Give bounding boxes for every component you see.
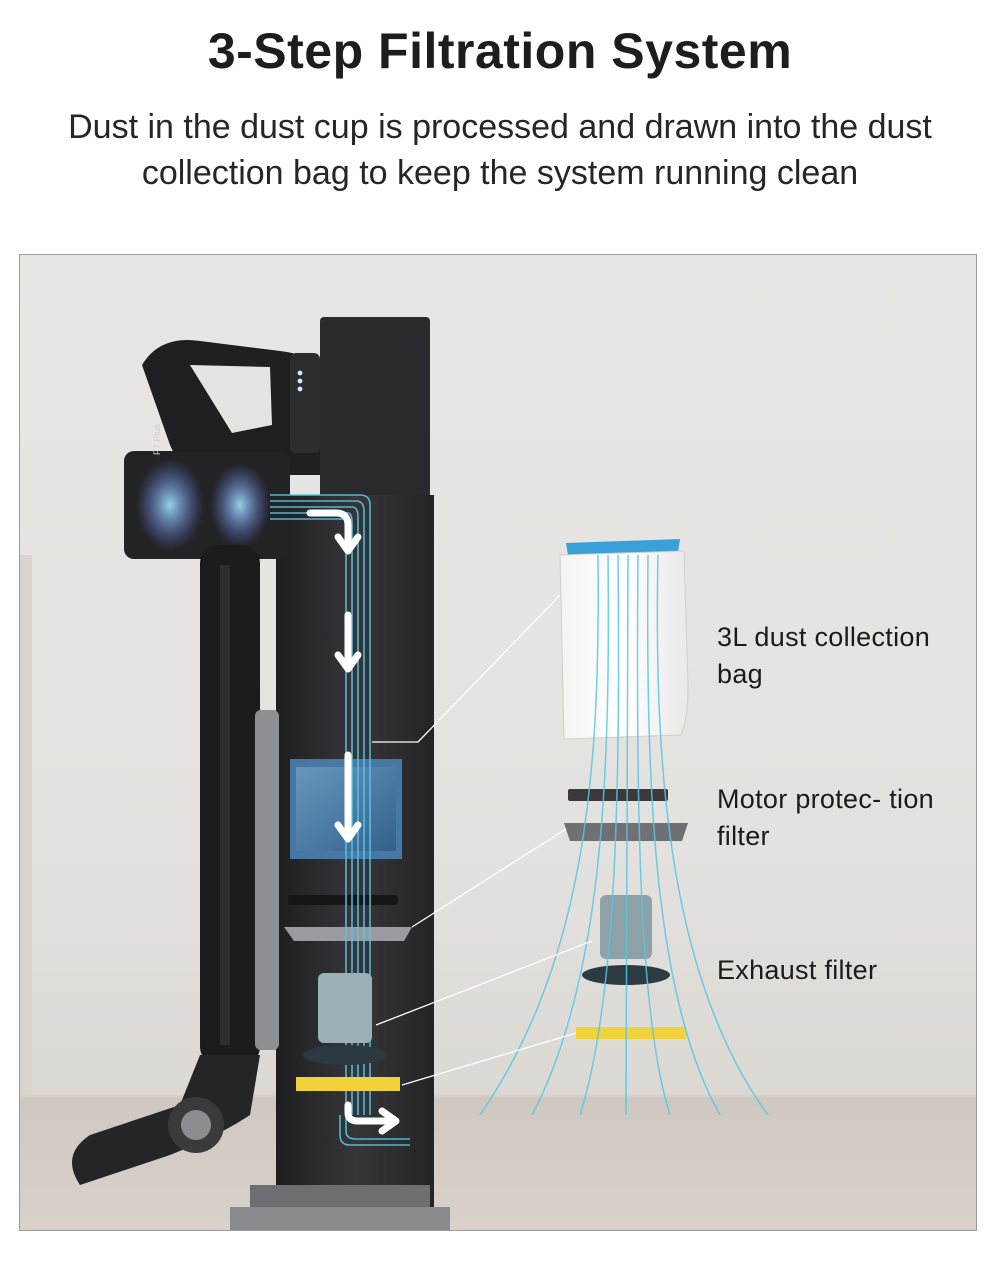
callout-motor-filter: Motor protec- tion filter	[717, 784, 934, 851]
exhaust-filter	[576, 1027, 686, 1039]
airflow-arrows	[306, 509, 400, 1135]
vacuum-diagram: P7 Plus	[20, 317, 769, 1230]
bag-top-cap	[566, 539, 680, 555]
model-label: P7 Plus	[152, 423, 162, 455]
leader-lines	[372, 594, 593, 1086]
page-title: 3-Step Filtration System	[207, 23, 793, 79]
dust-bag	[559, 539, 689, 740]
station-motor	[296, 973, 400, 1091]
handheld-vacuum: P7 Plus	[72, 340, 320, 1185]
callout-bag: 3L dust collection bag	[717, 622, 931, 689]
exploded-airflow	[479, 554, 769, 1116]
station-exhaust-filter	[296, 1077, 400, 1091]
product-illustration: P7 Plus	[19, 254, 977, 1231]
callout-exhaust-filter: Exhaust filter	[717, 955, 878, 985]
cyclone-glow	[136, 459, 204, 551]
wall-trim	[20, 555, 32, 1095]
motor-protection-filter	[564, 789, 688, 841]
page-subtitle: Dust in the dust cup is processed and dr…	[68, 108, 932, 192]
